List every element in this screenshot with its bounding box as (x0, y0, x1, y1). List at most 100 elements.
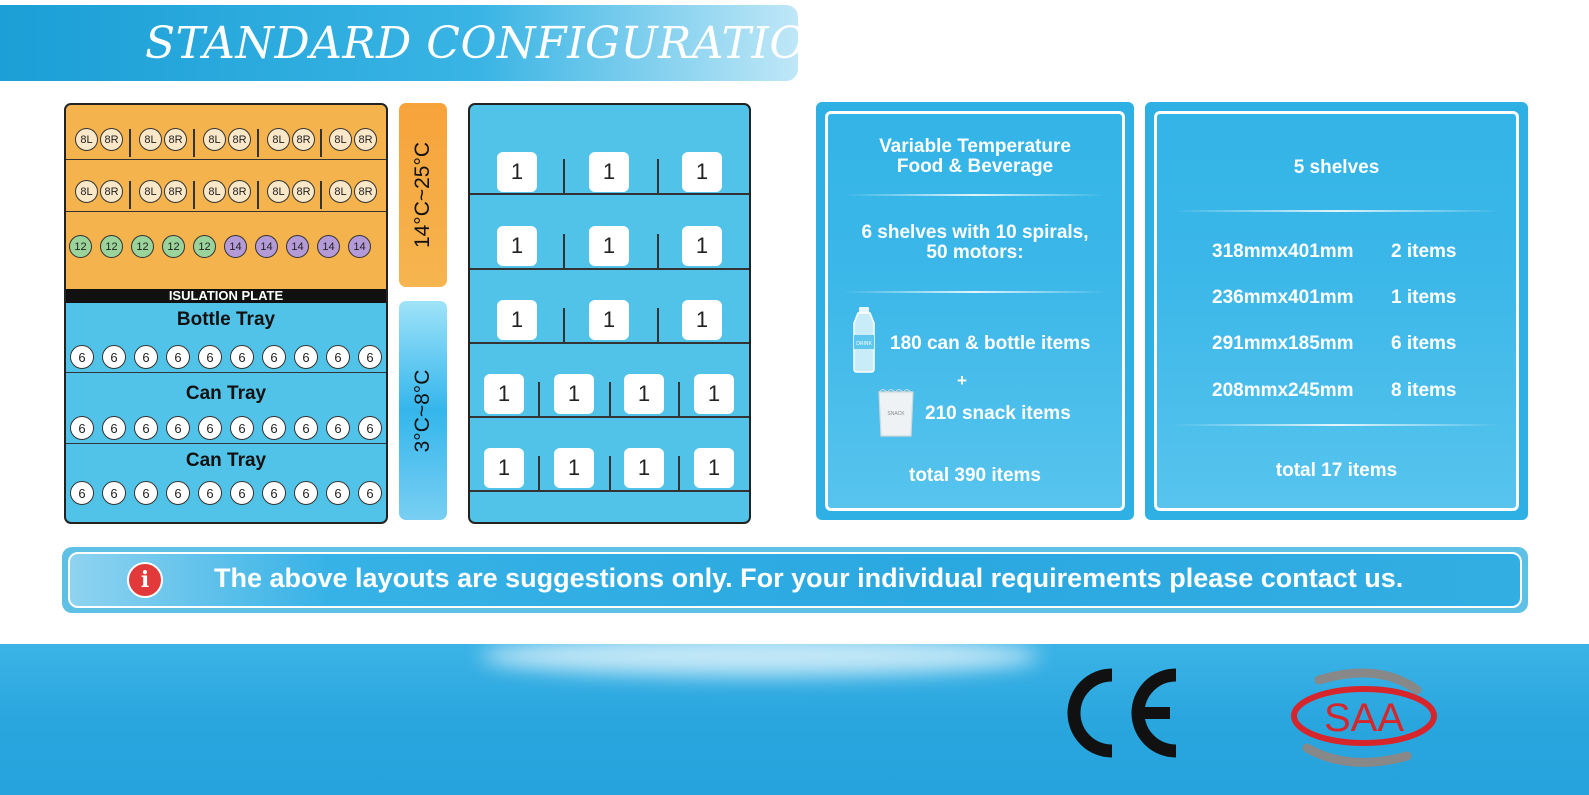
product-slot: 1 (694, 374, 734, 414)
size-count: 1 items (1391, 287, 1457, 308)
divider (563, 159, 565, 193)
divider (678, 456, 680, 490)
divider (193, 129, 195, 157)
spiral-coil: 6 (102, 416, 126, 440)
snack-bag-icon: SNACK (878, 389, 914, 437)
spiral-coil: 8R (100, 180, 123, 203)
can-tray-label: Can Tray (185, 450, 267, 471)
divider (257, 181, 259, 209)
bottle-items-text: 180 can & bottle items (890, 333, 1091, 354)
notice-bar-inner (68, 552, 1522, 608)
spiral-coil: 8L (75, 180, 98, 203)
spiral-coil: 8R (164, 180, 187, 203)
coil-pair: 8L 8R (322, 180, 384, 203)
product-slot: 1 (484, 374, 524, 414)
panel-divider (843, 194, 1107, 196)
food-beverage-panel-inner: Variable Temperature Food & Beverage 6 s… (825, 111, 1125, 511)
size-count: 8 items (1391, 380, 1457, 401)
divider (609, 456, 611, 490)
shelves-info-line2: 50 motors: (926, 242, 1024, 263)
spiral-coil: 6 (326, 416, 350, 440)
product-slot: 1 (497, 300, 537, 340)
spiral-coil: 6 (134, 481, 158, 505)
product-slot: 1 (624, 374, 664, 414)
shelf-line (470, 268, 749, 270)
shelf-sizes-panel-inner: 5 shelves 318mmx401mm 2 items 236mmx401m… (1154, 111, 1519, 511)
product-slot: 1 (589, 152, 629, 192)
spiral-row-2 (66, 159, 386, 212)
spiral-coil: 6 (230, 481, 254, 505)
product-slot: 1 (497, 226, 537, 266)
product-slot: 1 (554, 374, 594, 414)
spiral-coil: 12 (162, 235, 185, 258)
shelves-count: 5 shelves (1293, 157, 1380, 178)
divider (538, 382, 540, 416)
shelf-line (470, 490, 749, 492)
notice-bar (62, 547, 1528, 613)
spiral-coil: 8R (354, 128, 377, 151)
spiral-row-1 (66, 105, 386, 160)
spiral-coil: 14 (255, 235, 278, 258)
coil-pair: 8L 8R (260, 180, 322, 203)
size-spec: 208mmx245mm (1212, 380, 1354, 401)
spiral-coil: 14 (286, 235, 309, 258)
spiral-coil: 6 (198, 345, 222, 369)
plus-sign: + (957, 371, 967, 390)
coil-pair: 8L 8R (196, 128, 258, 151)
divider (320, 129, 322, 157)
bottle-tray-coils: 6 6 6 6 6 6 6 6 6 6 (70, 345, 382, 369)
size-count: 2 items (1391, 241, 1457, 262)
spiral-coil: 6 (294, 345, 318, 369)
spiral-coil: 6 (294, 481, 318, 505)
spiral-coil: 8R (292, 128, 315, 151)
spiral-coil: 6 (262, 481, 286, 505)
spiral-coil: 8L (329, 180, 352, 203)
spiral-coil: 6 (262, 345, 286, 369)
spiral-coil: 14 (317, 235, 340, 258)
saa-mark-logo: SAA (1291, 668, 1437, 767)
spiral-coil: 6 (134, 416, 158, 440)
spiral-coil: 6 (134, 345, 158, 369)
spiral-coil: 6 (230, 345, 254, 369)
spiral-coil: 8L (203, 180, 226, 203)
spiral-coil: 8R (354, 180, 377, 203)
snack-items-text: 210 snack items (925, 403, 1071, 424)
spiral-coil: 6 (358, 345, 382, 369)
snack-label: SNACK (887, 411, 905, 417)
spiral-coil: 8L (203, 128, 226, 151)
spiral-coil: 8L (139, 128, 162, 151)
size-spec: 291mmx185mm (1212, 333, 1354, 354)
shelf-line (470, 342, 749, 344)
spiral-coil: 6 (294, 416, 318, 440)
shelf-line (470, 193, 749, 195)
spiral-coil: 8R (228, 180, 251, 203)
title-banner (0, 5, 798, 81)
cold-temperature-bar: 3°C~8°C (399, 301, 447, 520)
divider (657, 308, 659, 342)
page-title: STANDARD CONFIGURATION (145, 18, 845, 69)
panel-title-line2: Food & Beverage (896, 156, 1054, 177)
spiral-coil: 6 (166, 481, 190, 505)
spiral-coil: 6 (166, 345, 190, 369)
spiral-coil: 8L (139, 180, 162, 203)
tray-divider (66, 371, 386, 373)
shelf-line (470, 416, 749, 418)
spiral-coil: 8R (100, 128, 123, 151)
divider (563, 308, 565, 342)
divider (678, 382, 680, 416)
spiral-coil: 6 (166, 416, 190, 440)
bottle-icon: DRINK (853, 307, 875, 373)
size-spec: 318mmx401mm (1212, 241, 1354, 262)
spiral-coil: 8R (164, 128, 187, 151)
food-beverage-panel: Variable Temperature Food & Beverage 6 s… (816, 102, 1134, 520)
panel-divider (1172, 424, 1501, 426)
coil-pair: 8L 8R (68, 128, 130, 151)
divider (257, 129, 259, 157)
spiral-coil: 6 (230, 416, 254, 440)
bottle-tray-label: Bottle Tray (176, 309, 276, 330)
can-tray-coils: 6 6 6 6 6 6 6 6 6 6 (70, 481, 382, 505)
spiral-coil: 6 (102, 345, 126, 369)
divider (609, 382, 611, 416)
spiral-coil: 14 (348, 235, 371, 258)
divider (320, 181, 322, 209)
